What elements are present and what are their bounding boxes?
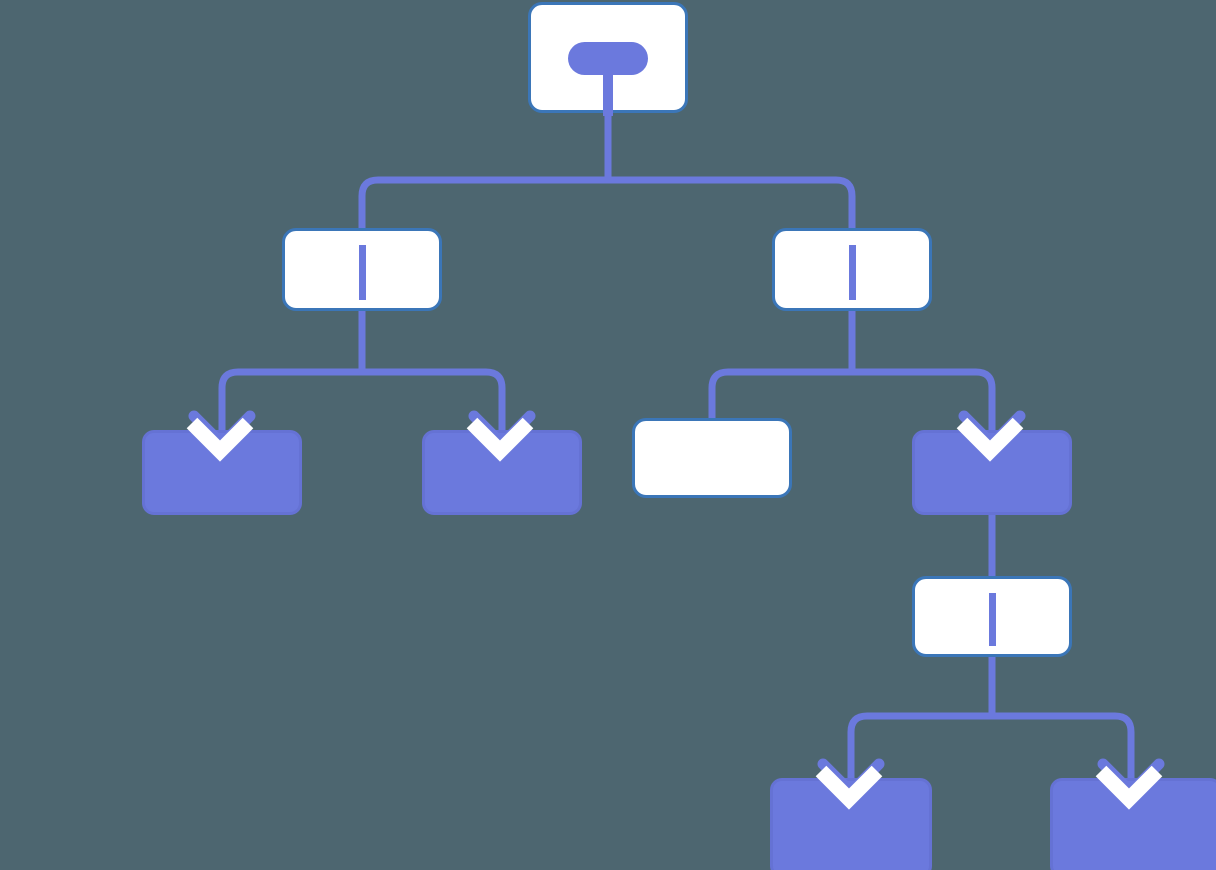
node-l4-b[interactable] [1050,778,1216,870]
node-l1-right[interactable] [772,228,932,311]
edge-l1-right-to-l2-d [848,311,996,440]
node-l2-b[interactable] [422,430,582,515]
node-l1-left[interactable] [282,228,442,311]
edge-root-to-l1-right [604,113,856,228]
node-l1-right-inner-line [849,245,856,300]
root-pill-stem [603,71,613,116]
edge-root-to-l1-left [358,113,612,228]
node-root[interactable] [528,2,688,116]
node-l2-c[interactable] [632,418,792,498]
edge-l1-right-to-l2-c [708,311,856,418]
edge-l1-left-to-l2-b [358,311,506,440]
edge-l3-a-to-l4-a [847,657,996,788]
edge-l3-a-to-l4-b [988,657,1135,788]
root-pill-placeholder [568,42,648,75]
node-l3-a-inner-line [989,593,996,646]
edge-l1-left-to-l2-a [218,311,366,440]
node-l3-a[interactable] [912,576,1072,657]
node-l1-left-inner-line [359,245,366,300]
node-l2-d[interactable] [912,430,1072,515]
node-l4-a[interactable] [770,778,932,870]
node-l2-a[interactable] [142,430,302,515]
